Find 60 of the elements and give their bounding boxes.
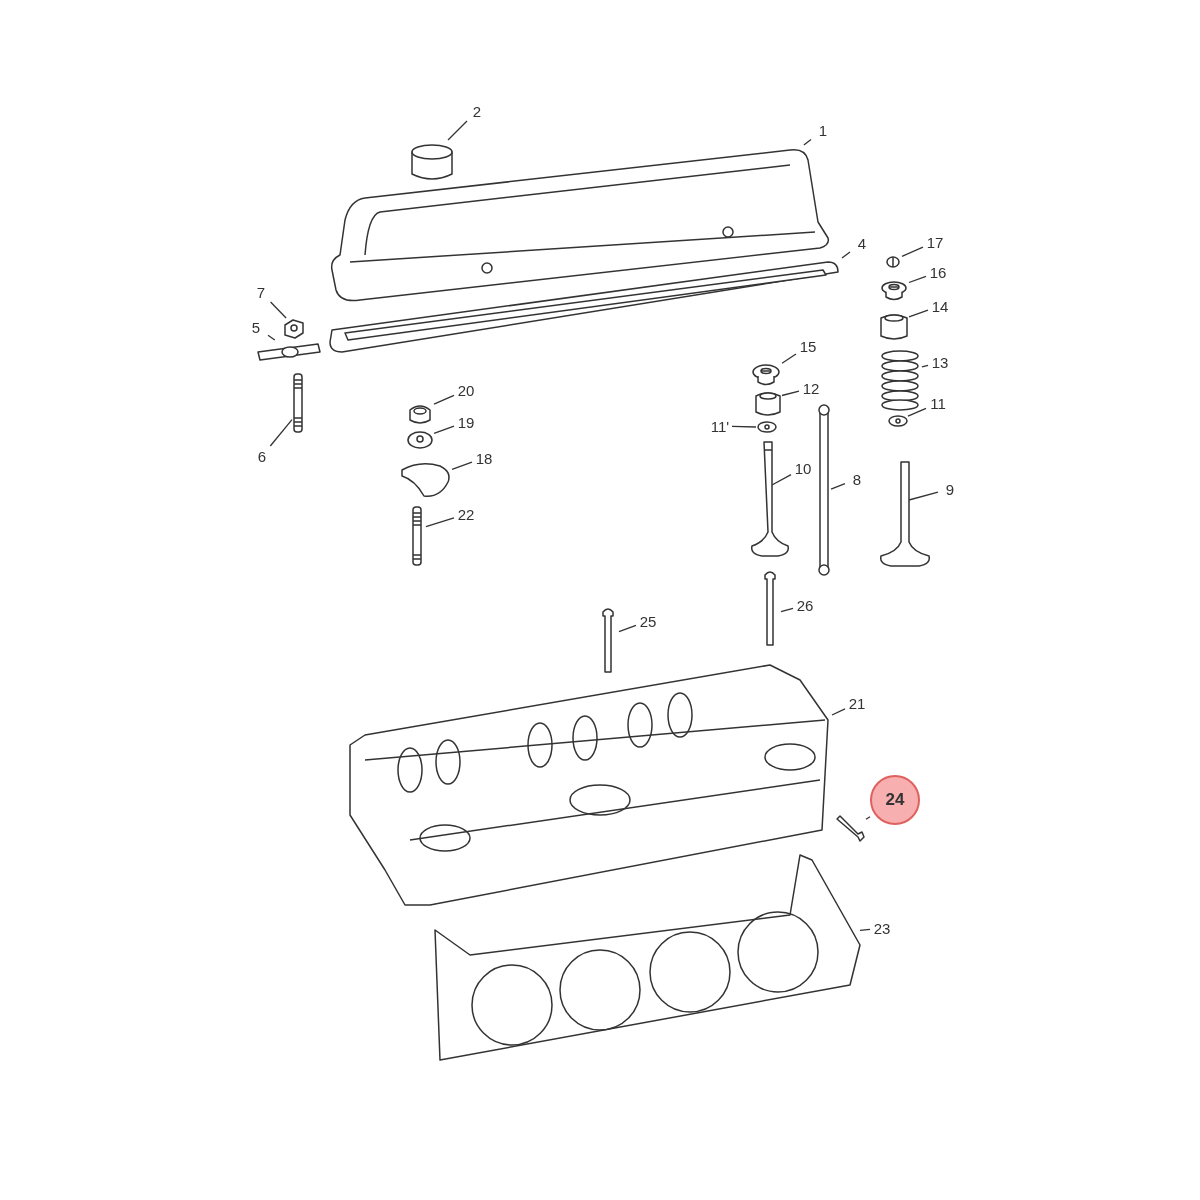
engine-part-drawing <box>292 372 304 434</box>
callout-number: 10 <box>791 458 815 478</box>
engine-part-drawing <box>754 390 782 418</box>
leader-line <box>451 461 473 470</box>
callout-number: 11 <box>926 393 950 413</box>
leader-line <box>830 483 846 490</box>
leader-line <box>921 364 929 368</box>
callout-number: 26 <box>793 595 817 615</box>
engine-part-drawing <box>817 405 831 577</box>
leader-line <box>859 928 871 932</box>
leader-line <box>865 816 871 820</box>
leader-line <box>908 309 929 318</box>
leader-line <box>425 517 455 528</box>
leader-line <box>433 425 455 434</box>
callout-number: 7 <box>249 282 273 302</box>
callout-number: 9 <box>938 479 962 499</box>
callout-number: 8 <box>845 469 869 489</box>
leader-line <box>731 425 757 428</box>
callout-number: 2 <box>465 101 489 121</box>
callout-number: 11' <box>708 416 732 436</box>
leader-line <box>901 246 924 257</box>
callout-number: 25 <box>636 611 660 631</box>
leader-line <box>781 353 797 364</box>
callout-number: 13 <box>928 352 952 372</box>
engine-part-drawing <box>756 420 778 434</box>
leader-line <box>908 275 927 284</box>
callout-number: 14 <box>928 296 952 316</box>
leader-line <box>803 138 812 146</box>
callout-number: 20 <box>454 380 478 400</box>
leader-line <box>841 251 851 259</box>
callout-number: 23 <box>870 918 894 938</box>
callout-number: 18 <box>472 448 496 468</box>
engine-part-drawing <box>884 254 902 270</box>
leader-line <box>433 394 455 405</box>
leader-line <box>781 390 800 397</box>
engine-part-drawing <box>282 318 306 340</box>
engine-part-drawing <box>878 350 922 412</box>
leader-line <box>780 607 794 613</box>
callout-number: 6 <box>250 446 274 466</box>
leader-line <box>447 120 468 141</box>
leader-line <box>267 334 276 341</box>
callout-number: 22 <box>454 504 478 524</box>
engine-part-drawing <box>888 414 908 428</box>
callout-number: 16 <box>926 262 950 282</box>
callout-number: 5 <box>244 317 268 337</box>
callout-number: 1 <box>811 120 835 140</box>
callout-number: 21 <box>845 693 869 713</box>
callout-number: 4 <box>850 233 874 253</box>
callout-number: 17 <box>923 232 947 252</box>
callout-number: 24 <box>870 775 920 825</box>
leader-line <box>907 407 927 417</box>
leader-line <box>269 301 287 319</box>
leader-line <box>618 624 637 633</box>
leader-line <box>269 419 293 447</box>
engine-part-drawing <box>879 312 909 342</box>
callout-number: 15 <box>796 336 820 356</box>
leader-line <box>831 708 846 716</box>
engine-part-drawing <box>406 430 434 450</box>
callout-number: 12 <box>799 378 823 398</box>
callout-number: 19 <box>454 412 478 432</box>
